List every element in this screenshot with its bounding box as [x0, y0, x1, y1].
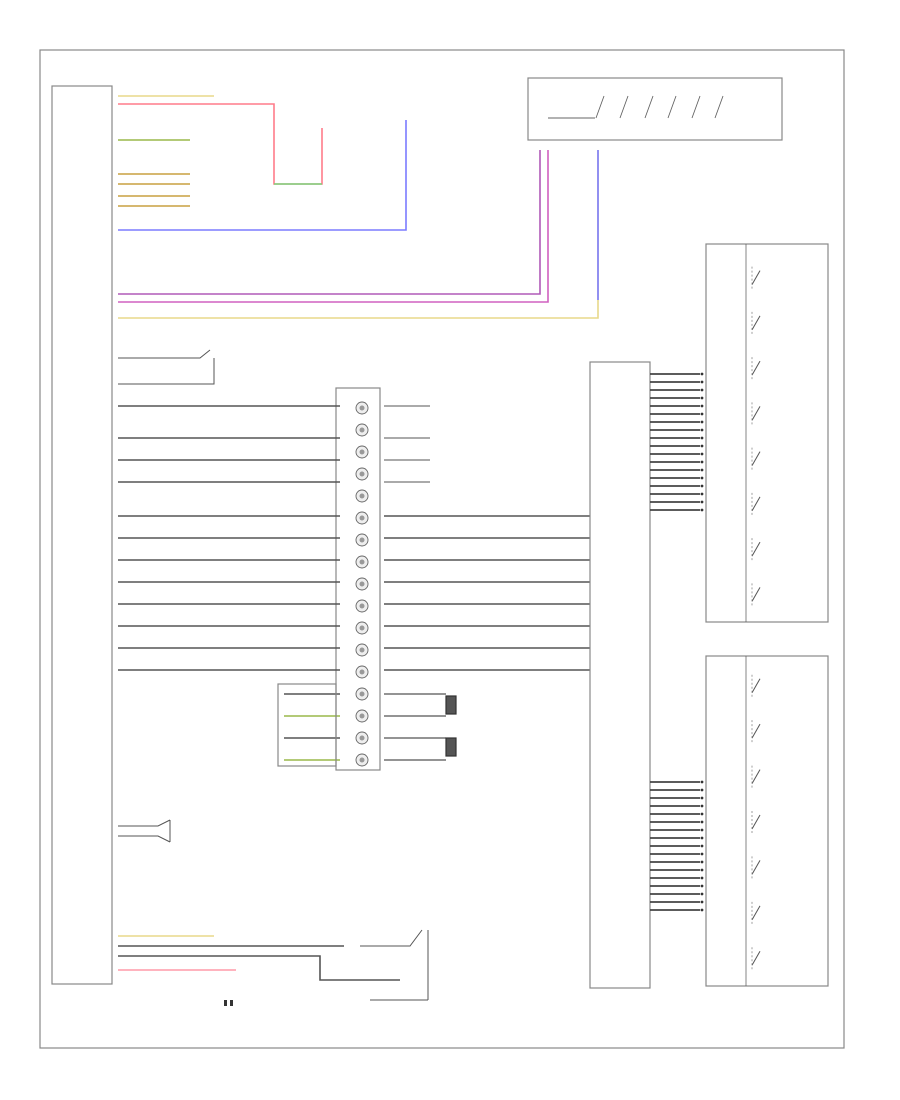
stub-end — [700, 420, 704, 424]
stub-end — [700, 828, 704, 832]
stub-end — [700, 388, 704, 392]
connector-pin-core — [359, 471, 365, 477]
bottom-switch — [360, 929, 429, 1001]
connector-pin-core — [359, 405, 365, 411]
wire-gray-bottom-2 — [118, 955, 400, 981]
center-right-module — [589, 361, 651, 989]
horizontal-wire-bundle — [118, 405, 590, 761]
switch-blade — [751, 769, 761, 784]
switch-blade — [751, 315, 761, 331]
stub-end — [700, 380, 704, 384]
stub-end — [700, 500, 704, 504]
stub-end — [700, 860, 704, 864]
switch-blade — [751, 270, 761, 285]
stub-end — [700, 876, 704, 880]
stub-end — [700, 812, 704, 816]
switch-blade — [751, 360, 761, 376]
wire-red-top — [118, 103, 323, 185]
diagram-frame — [39, 49, 845, 1049]
stub-end — [700, 476, 704, 480]
connector-pin-core — [359, 625, 365, 631]
connector-pin-core — [359, 735, 365, 741]
right-top-switch-module — [527, 77, 783, 141]
left-control-module — [51, 85, 113, 985]
switch-blade — [751, 587, 761, 602]
stub-end — [700, 404, 704, 408]
stub-end — [700, 900, 704, 904]
right-bottom-switches — [751, 674, 761, 972]
central-connector-pins — [355, 401, 369, 767]
stub-end — [700, 908, 704, 912]
stub-end — [700, 892, 704, 896]
lower-switches — [445, 695, 457, 757]
connector-pin-core — [359, 559, 365, 565]
connector-pin-core — [359, 449, 365, 455]
switch-blade — [751, 951, 761, 966]
switch-blade — [751, 814, 761, 830]
stub-end — [700, 844, 704, 848]
stub-end — [700, 484, 704, 488]
connector-pin-core — [359, 713, 365, 719]
wire-yellow-long — [118, 150, 599, 319]
right-mid-switches — [751, 266, 761, 608]
switch-blade — [751, 496, 761, 512]
right-top-switch-contacts — [548, 95, 724, 119]
stub-end — [700, 868, 704, 872]
switch-blade — [751, 860, 761, 875]
small-switch-upper — [118, 349, 215, 385]
stub-end — [700, 836, 704, 840]
stub-end — [700, 788, 704, 792]
wire-purple-long-1 — [118, 150, 541, 295]
stub-bundle-lower — [650, 780, 704, 912]
stub-end — [700, 492, 704, 496]
stub-end — [700, 372, 704, 376]
bottom-connector-pins — [224, 1000, 233, 1006]
connector-pin-core — [359, 581, 365, 587]
stub-end — [700, 780, 704, 784]
lower-left-connector — [277, 683, 337, 767]
wire-purple-long-2 — [118, 150, 549, 303]
stub-end — [700, 452, 704, 456]
stub-end — [700, 428, 704, 432]
stub-end — [700, 852, 704, 856]
connector-pin-core — [359, 515, 365, 521]
stub-end — [700, 796, 704, 800]
switch-blade — [751, 678, 761, 693]
switch-blade — [751, 451, 761, 466]
connector-pin-core — [359, 493, 365, 499]
switch-blade — [751, 541, 761, 557]
connector-pin-core — [359, 537, 365, 543]
switch-blade — [751, 723, 761, 739]
connector-pin-core — [359, 691, 365, 697]
central-connector — [335, 387, 381, 771]
stub-end — [700, 884, 704, 888]
right-mid-switch-module — [705, 243, 829, 623]
connector-pin-core — [359, 647, 365, 653]
right-bottom-switch-module — [705, 655, 829, 987]
switch-blade — [751, 905, 761, 921]
stub-bundle-upper — [650, 372, 704, 512]
connector-pin-core — [359, 603, 365, 609]
stub-end — [700, 804, 704, 808]
stub-end — [700, 436, 704, 440]
stub-end — [700, 412, 704, 416]
stub-end — [700, 468, 704, 472]
fork-sensor — [118, 819, 171, 843]
connector-pin-core — [359, 757, 365, 763]
stub-end — [700, 820, 704, 824]
stub-end — [700, 444, 704, 448]
stub-end — [700, 396, 704, 400]
connector-pin-core — [359, 427, 365, 433]
connector-pin-core — [359, 669, 365, 675]
stub-end — [700, 460, 704, 464]
switch-blade — [751, 406, 761, 421]
stub-end — [700, 508, 704, 512]
wire-blue-top — [118, 120, 407, 231]
